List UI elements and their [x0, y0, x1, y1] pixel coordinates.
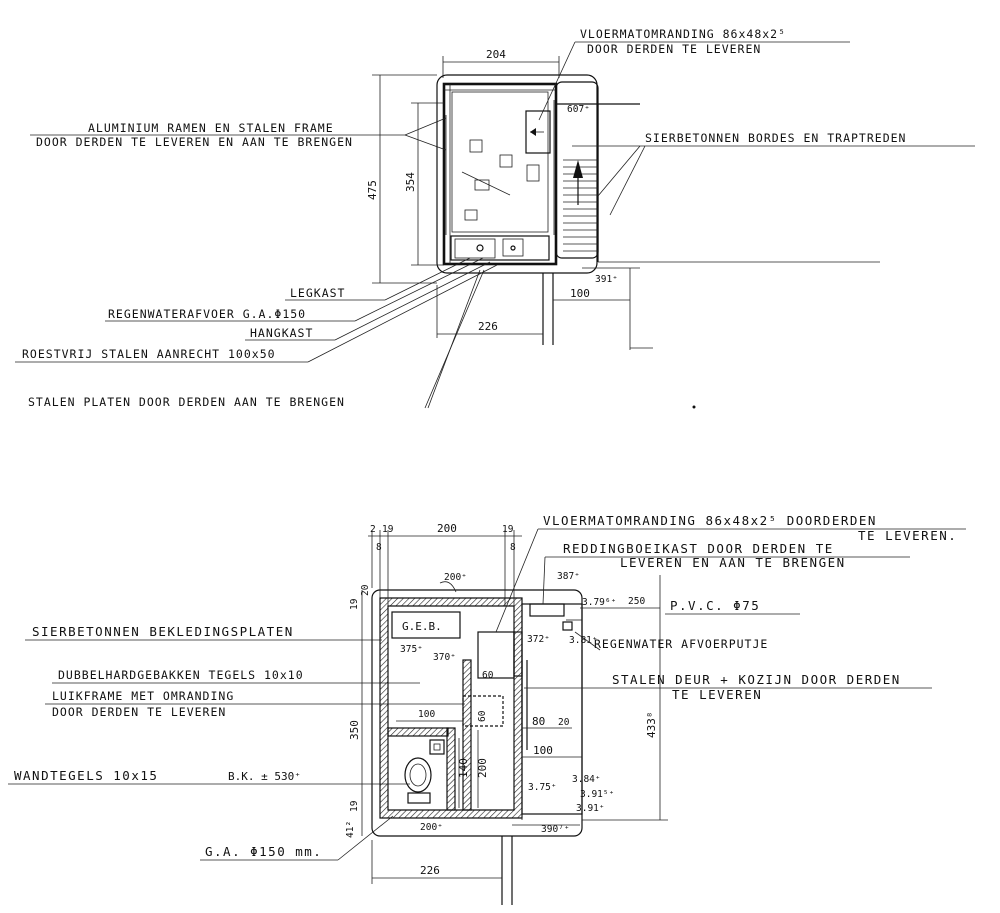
- bottom-dim-20: 20: [360, 584, 371, 596]
- bottom-dim-3796: 3.79⁶⁺: [582, 597, 616, 608]
- bottom-dim-2: 2: [370, 524, 376, 535]
- bottom-dim-80: 80: [532, 715, 545, 728]
- bottom-dim-370: 370⁺: [433, 652, 456, 663]
- bottom-label-hatch-1: LUIKFRAME MET OMRANDING: [52, 689, 234, 703]
- bottom-dim-387: 387⁺: [557, 571, 580, 582]
- bottom-dim-8a: 8: [376, 542, 382, 553]
- top-label-stairs: SIERBETONNEN BORDES EN TRAPTREDEN: [645, 131, 906, 145]
- top-plan: 204 475 354 100 226 607⁺ 391⁺ VLOERMATOM…: [15, 27, 975, 409]
- bottom-dim-60b: 60: [482, 670, 494, 681]
- bottom-dim-100-inner: 100: [418, 709, 435, 720]
- bottom-dim-20b: 20: [558, 717, 570, 728]
- bottom-dim-375: 375⁺: [400, 644, 423, 655]
- bottom-dim-226: 226: [420, 864, 440, 877]
- stray-dot: [692, 405, 696, 409]
- bottom-label-tiles: DUBBELHARDGEBAKKEN TEGELS 10x10: [58, 668, 304, 682]
- top-label-windows-2: DOOR DERDEN TE LEVEREN EN AAN TE BRENGEN: [36, 135, 353, 149]
- bottom-dim-372: 372⁺: [527, 634, 550, 645]
- top-label-windows-1: ALUMINIUM RAMEN EN STALEN FRAME: [88, 121, 334, 135]
- bottom-toilet: [404, 757, 432, 793]
- bottom-label-ga-pipe: G.A. Φ150 mm.: [205, 844, 322, 859]
- top-label-steel-plates: STALEN PLATEN DOOR DERDEN AAN TE BRENGEN: [28, 395, 345, 409]
- top-dim-226: 226: [478, 320, 498, 333]
- bottom-dim-19c: 19: [349, 598, 360, 610]
- bottom-dim-19b: 19: [502, 524, 514, 535]
- top-dim-100: 100: [570, 287, 590, 300]
- bottom-label-hatch-2: DOOR DERDEN TE LEVEREN: [52, 705, 226, 719]
- top-stair-arrow: [573, 160, 583, 178]
- bottom-dim-19d: 19: [349, 800, 360, 812]
- bottom-dim-200: 200: [437, 522, 457, 535]
- top-room-floor: [451, 91, 549, 233]
- bottom-label-floor-mat-2: TE LEVEREN.: [858, 528, 957, 543]
- bottom-dim-391: 3.91⁺: [576, 803, 605, 814]
- bottom-label-geb: G.E.B.: [402, 620, 442, 633]
- bottom-dim-375b: 3.75⁺: [528, 782, 557, 793]
- top-dim-354: 354: [404, 172, 417, 192]
- bottom-dim-41: 41²: [345, 821, 356, 838]
- top-label-hangkast: HANGKAST: [250, 326, 313, 340]
- top-cabinet: [525, 110, 551, 154]
- bottom-dim-200p-top: 200⁺: [444, 572, 467, 583]
- top-dim-204: 204: [486, 48, 506, 61]
- bottom-label-door-1: STALEN DEUR + KOZIJN DOOR DERDEN: [612, 672, 901, 687]
- bottom-label-cladding: SIERBETONNEN BEKLEDINGSPLATEN: [32, 624, 294, 639]
- bottom-label-floor-mat-1: VLOERMATOMRANDING 86x48x2⁵ DOORDERDEN: [543, 513, 877, 528]
- bottom-dim-200p-bot: 200⁺: [420, 822, 443, 833]
- top-counter: [450, 235, 550, 261]
- bottom-dim-200v: 200: [476, 758, 489, 778]
- top-label-floor-mat-supply: DOOR DERDEN TE LEVEREN: [587, 42, 761, 56]
- bottom-dim-140: 140: [457, 758, 470, 778]
- top-label-legkast: LEGKAST: [290, 286, 345, 300]
- bottom-dim-433: 433⁸: [645, 712, 658, 739]
- bottom-label-lifebuoy-1: REDDINGBOEIKAST DOOR DERDEN TE: [563, 541, 834, 556]
- bottom-hatch-frame: [462, 695, 504, 727]
- bottom-dim-350: 350: [348, 720, 361, 740]
- bottom-dim-3907: 390⁷⁺: [541, 824, 570, 835]
- top-level-391: 391⁺: [595, 274, 618, 285]
- bottom-label-door-2: TE LEVEREN: [672, 687, 762, 702]
- bottom-dim-384: 3.84⁺: [572, 774, 601, 785]
- top-label-counter: ROESTVRIJ STALEN AANRECHT 100x50: [22, 347, 276, 361]
- bottom-plan: G.E.B. 60 60 2: [8, 513, 966, 905]
- bottom-dim-8b: 8: [510, 542, 516, 553]
- top-label-floor-mat: VLOERMATOMRANDING 86x48x2⁵: [580, 27, 786, 41]
- bottom-label-wall-tiles-bk: B.K. ± 530⁺: [228, 770, 301, 783]
- bottom-dim-3915: 3.91⁵⁺: [580, 789, 614, 800]
- bottom-dim-60: 60: [477, 710, 488, 722]
- bottom-dim-250: 250: [628, 596, 645, 607]
- bottom-dim-100: 100: [533, 744, 553, 757]
- bottom-label-wall-tiles: WANDTEGELS 10x15: [14, 768, 158, 783]
- top-level-607: 607⁺: [567, 104, 590, 115]
- bottom-label-lifebuoy-2: LEVEREN EN AAN TE BRENGEN: [620, 555, 846, 570]
- bottom-dim-19a: 19: [382, 524, 394, 535]
- top-dim-475: 475: [366, 180, 379, 200]
- top-label-rainwater: REGENWATERAFVOER G.A.Φ150: [108, 307, 306, 321]
- bottom-label-pvc: P.V.C. Φ75: [670, 598, 760, 613]
- bottom-label-rain-drain: REGENWATER AFVOERPUTJE: [594, 637, 768, 651]
- bottom-dim-381: 3.81⁺: [569, 635, 598, 646]
